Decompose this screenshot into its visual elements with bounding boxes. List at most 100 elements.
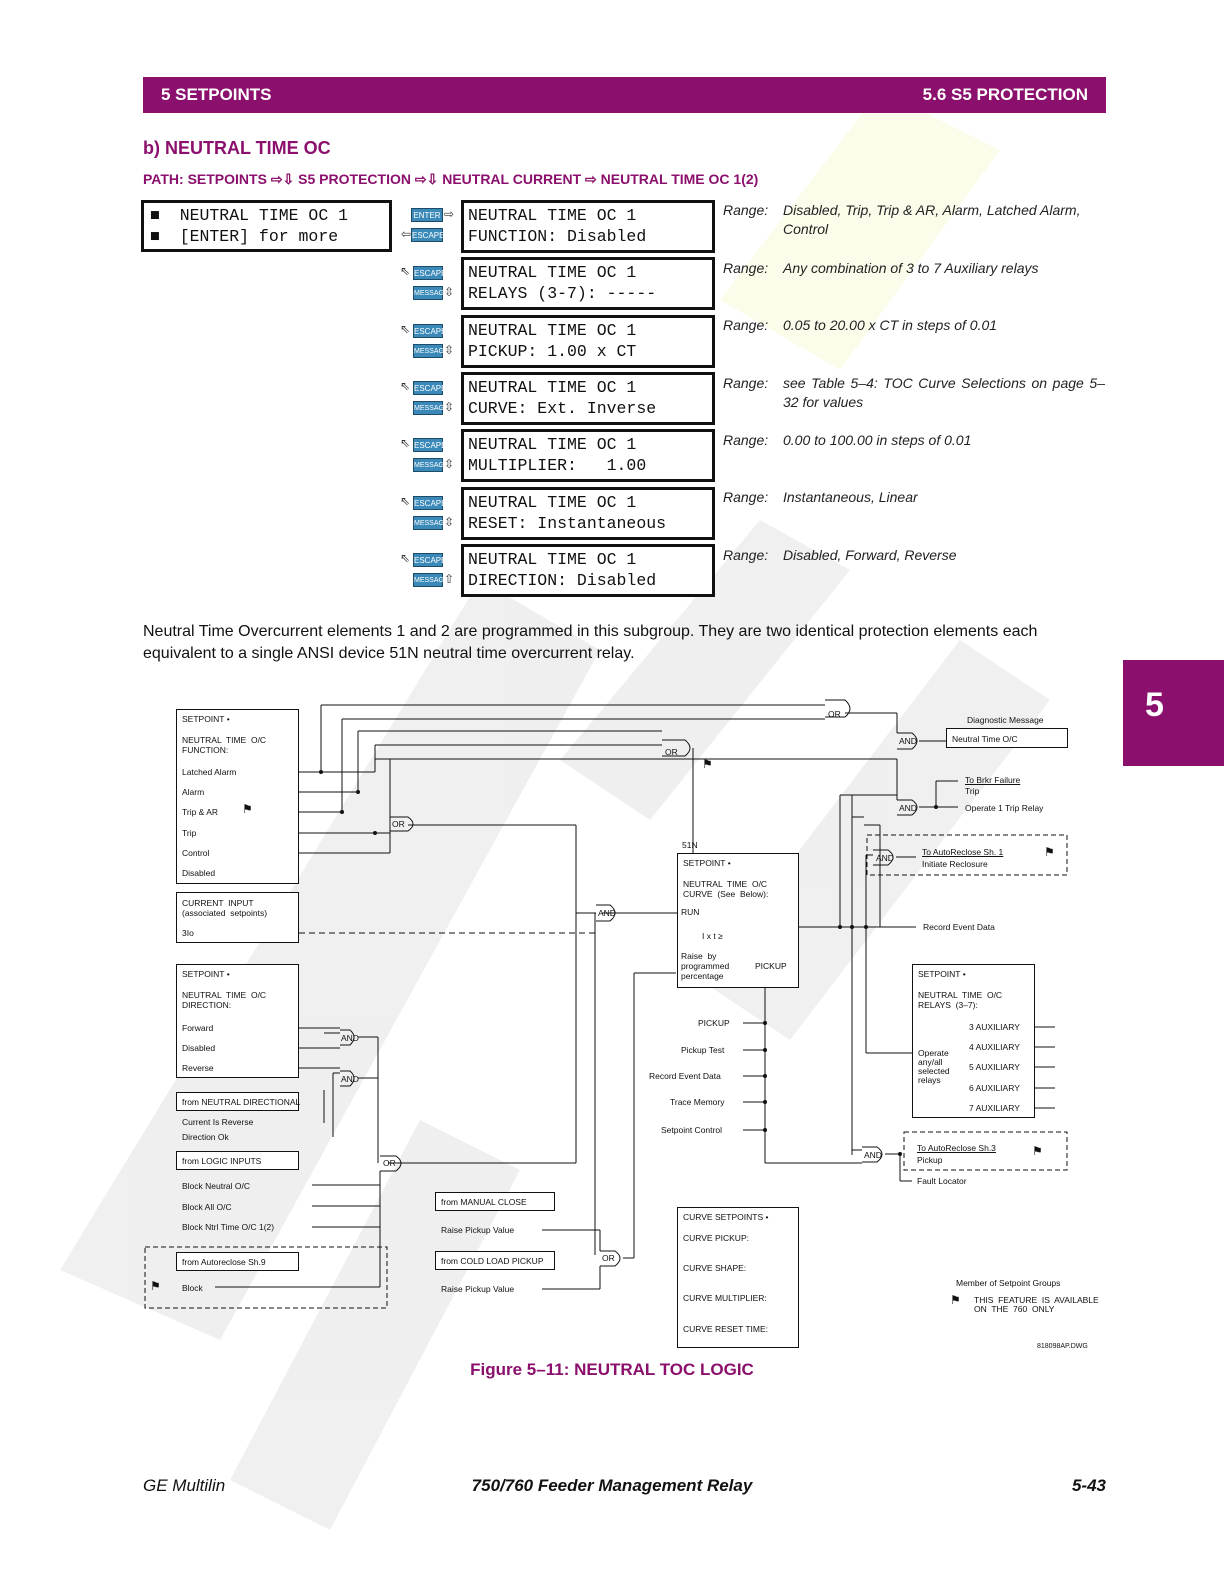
element-51n-box xyxy=(677,853,799,988)
cold-load-box xyxy=(435,1251,555,1270)
message-key[interactable]: MESSAGE xyxy=(413,573,449,587)
up-left-arrow-icon: ⇖ xyxy=(400,436,411,450)
direction-option: Forward xyxy=(182,1023,214,1033)
element-output: Pickup Test xyxy=(681,1045,725,1055)
range-value: see Table 5–4: TOC Curve Selections on p… xyxy=(783,375,1105,410)
fault-locator-label: Fault Locator xyxy=(917,1176,967,1186)
setpoint-display-multiplier: NEUTRAL TIME OC 1 MULTIPLIER: 1.00 xyxy=(461,429,715,482)
flag-icon: ⚑ xyxy=(242,802,253,816)
row-keys: ⇖ ESCAPE MESSAGE ⇳ xyxy=(400,263,456,303)
curve-setpoint-item: CURVE SHAPE: xyxy=(683,1263,747,1273)
escape-key[interactable]: ESCAPE xyxy=(413,553,446,567)
gate-or: OR xyxy=(383,1158,396,1168)
element-output: Record Event Data xyxy=(649,1071,721,1081)
neutral-time-oc-box xyxy=(946,728,1068,748)
message-key[interactable]: MESSAGE xyxy=(413,344,449,358)
range-value: Disabled, Trip, Trip & AR, Alarm, Latche… xyxy=(783,202,1081,237)
message-key[interactable]: MESSAGE xyxy=(413,401,449,415)
function-option: Trip & AR xyxy=(182,807,219,817)
direction-setpoint-name: NEUTRAL TIME O/C DIRECTION: xyxy=(182,990,267,1010)
escape-key[interactable]: ESCAPE xyxy=(413,324,446,338)
gate-and: AND xyxy=(899,736,917,746)
raise-pickup-label: Raise Pickup Value xyxy=(441,1284,515,1294)
function-option: Trip xyxy=(182,828,197,838)
description-paragraph: Neutral Time Overcurrent elements 1 and … xyxy=(143,623,1038,662)
message-key[interactable]: MESSAGE xyxy=(413,286,449,300)
pickup-output-label: Pickup xyxy=(917,1155,943,1165)
footer-product: 750/760 Feeder Management Relay xyxy=(471,1476,753,1495)
main-display: ■ NEUTRAL TIME OC 1■ [ENTER] for more xyxy=(141,200,392,252)
from-autoreclose: from Autoreclose Sh.9 xyxy=(182,1257,266,1267)
escape-key[interactable]: ESCAPE xyxy=(413,266,446,280)
setpoint-line2: PICKUP: 1.00 x CT xyxy=(468,342,637,361)
range-curve: Range: see Table 5–4: TOC Curve Selection… xyxy=(723,374,1105,412)
raise-by-label: Raise by programmed percentage xyxy=(681,951,730,981)
range-direction: Range:Disabled, Forward, Reverse xyxy=(723,546,1105,565)
gate-and: AND xyxy=(341,1074,359,1084)
enter-key[interactable]: ENTER xyxy=(411,208,443,222)
setpoint-line2: MULTIPLIER: 1.00 xyxy=(468,456,647,475)
from-neutral-directional: from NEUTRAL DIRECTIONAL xyxy=(182,1097,301,1107)
setpoint-line1: NEUTRAL TIME OC 1 xyxy=(468,378,637,397)
range-value: Any combination of 3 to 7 Auxiliary rela… xyxy=(783,260,1039,276)
aux-relay: 6 AUXILIARY xyxy=(969,1083,1020,1093)
from-logic-inputs: from LOGIC INPUTS xyxy=(182,1156,262,1166)
block-item: Block Neutral O/C xyxy=(182,1181,251,1191)
gate-and: AND xyxy=(876,853,894,863)
first-row-keys: ENTER ⇨ ⇦ ESCAPE xyxy=(400,205,456,245)
flag-icon: ⚑ xyxy=(1044,845,1055,859)
run-label: RUN xyxy=(681,907,700,917)
escape-key[interactable]: ESCAPE xyxy=(413,438,446,452)
gate-and: AND xyxy=(341,1033,359,1043)
element-output: Trace Memory xyxy=(670,1097,725,1107)
main-display-line1: ■ NEUTRAL TIME OC 1 xyxy=(150,206,349,225)
setpoint-line2: FUNCTION: Disabled xyxy=(468,227,647,246)
updown-arrow-icon: ⇳ xyxy=(444,400,455,414)
manual-close-box xyxy=(435,1192,555,1211)
curve-setpoints-title: CURVE SETPOINTS • xyxy=(683,1212,769,1222)
direction-option: Disabled xyxy=(182,1043,216,1053)
member-note: Member of Setpoint Groups xyxy=(956,1278,1061,1288)
range-label: Range: xyxy=(723,375,769,391)
range-value: Instantaneous, Linear xyxy=(783,489,918,505)
function-option: Control xyxy=(182,848,210,858)
up-left-arrow-icon: ⇖ xyxy=(400,322,411,336)
escape-key[interactable]: ESCAPE xyxy=(413,381,446,395)
curve-setpoints-box xyxy=(677,1207,799,1348)
section-tab: 5 xyxy=(1123,660,1224,766)
to-autoreclose-sh1: To AutoReclose Sh. 1 xyxy=(922,847,1004,857)
flag-icon: ⚑ xyxy=(150,1279,161,1293)
setpoint-line1: NEUTRAL TIME OC 1 xyxy=(468,321,637,340)
gate-or: OR xyxy=(392,819,405,829)
subsection-title: b) NEUTRAL TIME OC xyxy=(143,138,331,158)
range-relays: Range: Any combination of 3 to 7 Auxiliar… xyxy=(723,259,1105,278)
setpoint-display-pickup: NEUTRAL TIME OC 1 PICKUP: 1.00 x CT xyxy=(461,315,715,368)
range-label: Range: xyxy=(723,489,769,505)
message-key[interactable]: MESSAGE xyxy=(413,458,449,472)
current-input-title: CURRENT INPUT (associated setpoints) xyxy=(182,898,268,918)
block-item: Block All O/C xyxy=(182,1202,232,1212)
element-setpoint-title: SETPOINT • xyxy=(683,858,731,868)
neutral-directional-box xyxy=(176,1092,299,1111)
up-arrow-icon: ⇧ xyxy=(444,572,455,586)
curve-setpoint-item: CURVE PICKUP: xyxy=(683,1233,749,1243)
escape-key[interactable]: ESCAPE xyxy=(413,496,446,510)
curve-setpoint-item: CURVE MULTIPLIER: xyxy=(683,1293,767,1303)
flag-icon: ⚑ xyxy=(1032,1144,1043,1158)
message-key[interactable]: MESSAGE xyxy=(413,516,449,530)
escape-key[interactable]: ESCAPE xyxy=(411,228,444,242)
aux-relay: 4 AUXILIARY xyxy=(969,1042,1020,1052)
setpoint-line2: RESET: Instantaneous xyxy=(468,514,667,533)
element-label: 51N xyxy=(682,840,698,850)
flag-icon: ⚑ xyxy=(702,757,713,771)
range-label: Range: xyxy=(723,260,769,276)
diagram-wires xyxy=(144,699,1068,1318)
current-input-box xyxy=(176,892,299,943)
feature-note: THIS FEATURE IS AVAILABLE ON THE 760 ONL… xyxy=(974,1295,1099,1314)
function-setpoint-title: SETPOINT • xyxy=(182,714,230,724)
operate-selected-label: Operate any/all selected relays xyxy=(918,1048,950,1085)
setpoint-line1: NEUTRAL TIME OC 1 xyxy=(468,435,637,454)
